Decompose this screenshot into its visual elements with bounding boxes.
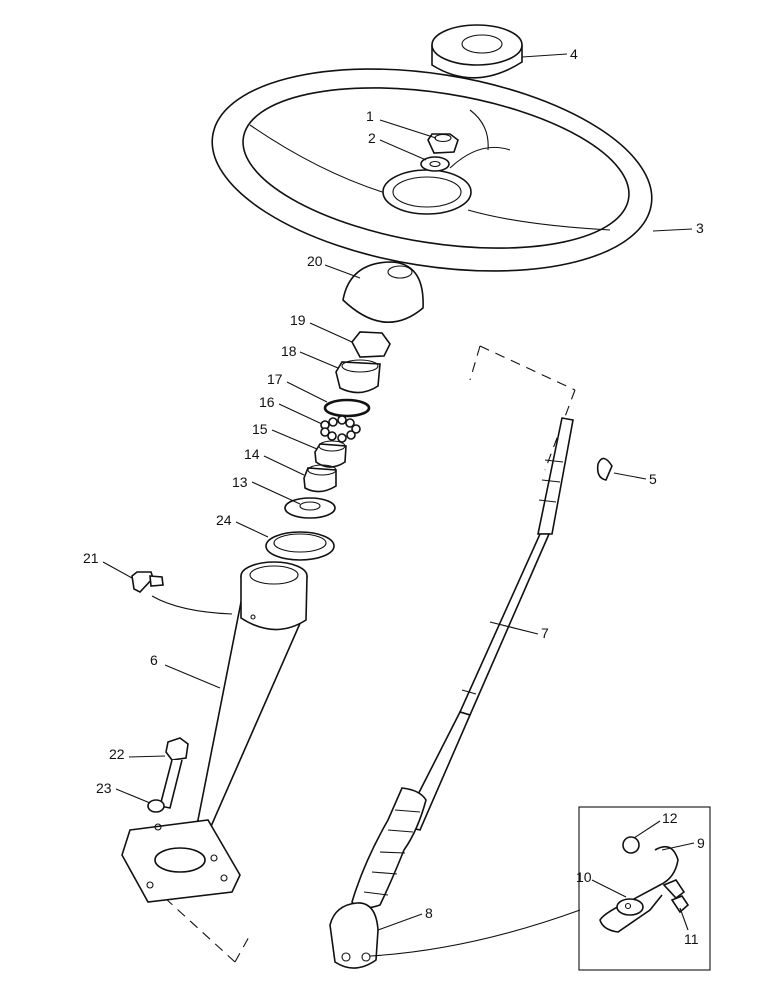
callout-14: 14	[244, 446, 260, 462]
detail-inset-box	[578, 806, 711, 971]
callout-labels: 1 2 3 4 5 6 7 8 9 10 11 12 13 14 15 16 1…	[83, 46, 705, 947]
callout-8: 8	[425, 905, 433, 921]
column-tube	[121, 561, 308, 903]
detail-clamp	[599, 836, 690, 933]
callout-23: 23	[96, 780, 112, 796]
callout-21: 21	[83, 550, 99, 566]
callout-3: 3	[696, 220, 704, 236]
callout-10: 10	[576, 869, 592, 885]
callout-5: 5	[649, 471, 657, 487]
dust-cap	[342, 261, 424, 323]
mounting-bolt	[159, 737, 189, 809]
callout-1: 1	[366, 108, 374, 124]
wheel-nut	[427, 133, 459, 154]
callout-11: 11	[684, 931, 699, 947]
bearing-cup	[303, 464, 337, 493]
wheel-washer	[420, 156, 450, 172]
callout-6: 6	[150, 652, 158, 668]
callout-16: 16	[259, 394, 275, 410]
horn-cap	[431, 24, 523, 79]
grease-nipple	[131, 571, 233, 615]
ball-race	[320, 415, 361, 443]
adjusting-nut	[351, 331, 391, 358]
callout-17: 17	[267, 371, 283, 387]
callout-2: 2	[368, 130, 376, 146]
callout-18: 18	[281, 343, 297, 359]
callout-7: 7	[541, 625, 549, 641]
callout-13: 13	[232, 474, 248, 490]
callout-12: 12	[662, 810, 678, 826]
woodruff-key	[596, 457, 613, 481]
callout-9: 9	[697, 835, 705, 851]
callout-20: 20	[307, 253, 323, 269]
callout-4: 4	[570, 46, 578, 62]
column-seal	[265, 531, 335, 561]
lock-washer	[147, 799, 165, 813]
seal-ring	[323, 398, 371, 418]
callout-22: 22	[109, 746, 125, 762]
callout-19: 19	[290, 312, 306, 328]
universal-joint	[329, 902, 581, 969]
lower-cone	[314, 440, 347, 468]
upper-cone	[335, 359, 381, 394]
leader-lines	[102, 53, 695, 931]
steering-shaft	[351, 417, 574, 909]
callout-15: 15	[252, 421, 268, 437]
callout-24: 24	[216, 512, 232, 528]
